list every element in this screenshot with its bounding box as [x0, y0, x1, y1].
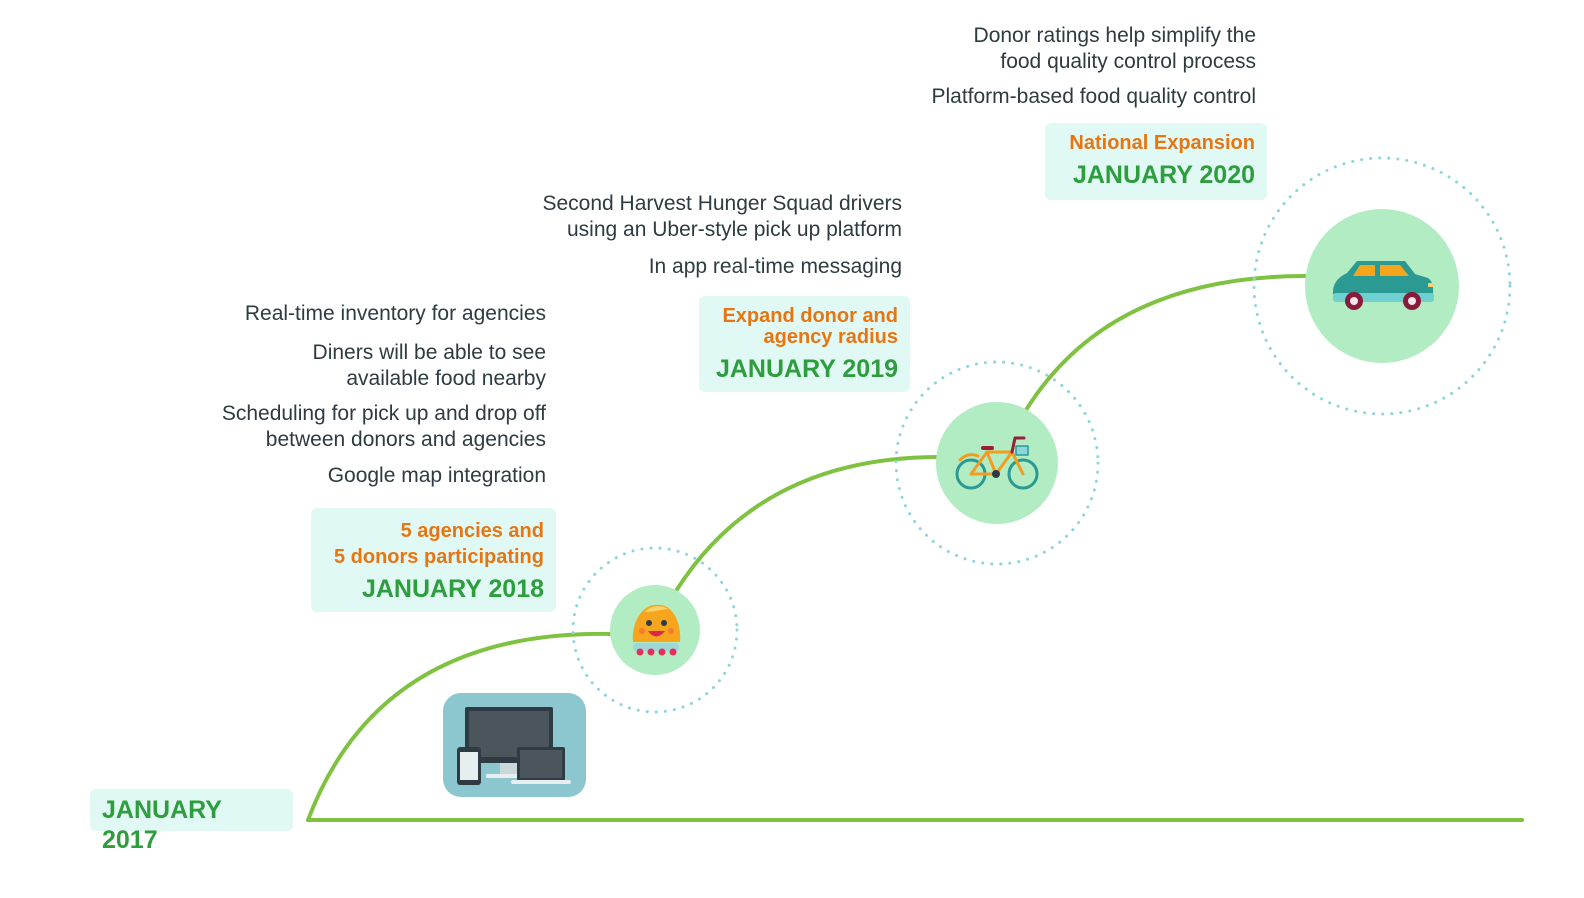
milestone-subtitle-2018: 5 agencies and 5 donors participating: [333, 520, 544, 568]
feature-2018-scheduling: Scheduling for pick up and drop off betw…: [221, 402, 546, 451]
feature-2018-inventory: Real-time inventory for agencies: [244, 302, 546, 325]
milestone-card-2018: 5 agencies and 5 donors participating JA…: [311, 508, 556, 612]
milestone-date-2019: JANUARY 2019: [715, 355, 898, 383]
dotted-ring-2020: [1252, 156, 1512, 416]
feature-2020-donor-ratings: Donor ratings help simplify the food qua…: [973, 24, 1256, 73]
milestone-date-2018: JANUARY 2018: [361, 575, 544, 603]
milestone-card-2019: Expand donor and agency radius JANUARY 2…: [699, 296, 910, 392]
dotted-ring-2019: [894, 360, 1100, 566]
feature-2019-messaging: In app real-time messaging: [648, 255, 902, 278]
dotted-ring-2018: [571, 546, 739, 714]
milestone-card-2020: National Expansion JANUARY 2020: [1045, 123, 1267, 200]
milestone-subtitle-2019: Expand donor and agency radius: [722, 305, 898, 348]
milestone-date-2017: JANUARY 2017: [90, 789, 293, 854]
car-icon: [1332, 261, 1434, 310]
feature-2019-hunger-squad: Second Harvest Hunger Squad drivers usin…: [542, 192, 902, 241]
feature-2018-diners: Diners will be able to see available foo…: [312, 341, 546, 390]
devices-icon: [443, 693, 586, 797]
mascot-icon: [632, 604, 681, 656]
bicycle-icon: [955, 436, 1039, 490]
milestone-date-2020: JANUARY 2020: [1072, 161, 1255, 189]
milestone-subtitle-2020: National Expansion: [1069, 132, 1255, 154]
feature-2020-quality-control: Platform-based food quality control: [931, 85, 1256, 108]
node-2019: [936, 402, 1058, 524]
feature-2018-google-map: Google map integration: [327, 464, 546, 487]
